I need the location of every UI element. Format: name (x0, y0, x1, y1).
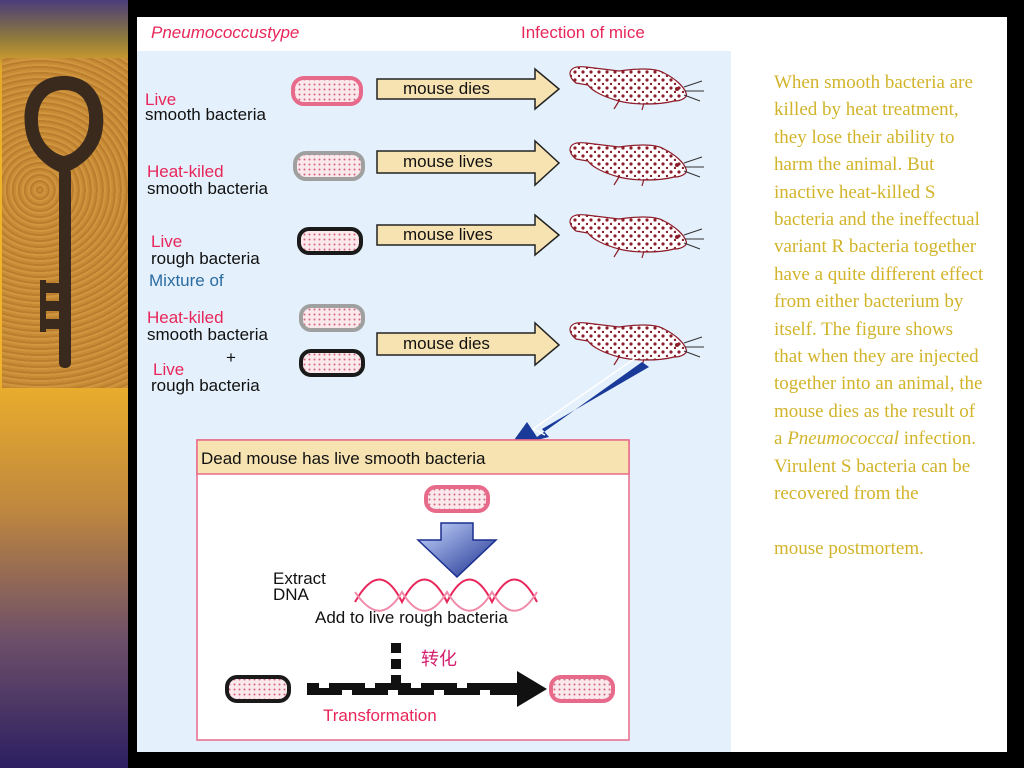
column-header-type: Pneumococcustype (151, 23, 299, 42)
row1-arrow-label: mouse dies (403, 79, 490, 98)
smooth-bacteria-icon (424, 485, 490, 513)
heat-killed-smooth-icon (293, 151, 365, 181)
transformation-arrow (307, 671, 547, 707)
row1-top-label: Live (145, 90, 176, 109)
diagram-canvas: Pneumococcustype Infection of mice Live … (137, 17, 731, 741)
dashed-connector (391, 643, 401, 685)
row3-bottom-label: rough bacteria (151, 249, 260, 268)
row3-arrow-label: mouse lives (403, 225, 493, 244)
smooth-bacteria-icon (549, 675, 615, 703)
row3-top-label: Live (151, 232, 182, 251)
row1-bottom-label: smooth bacteria (145, 105, 266, 124)
arrow-icon (376, 321, 561, 367)
rough-bacteria-icon (225, 675, 291, 703)
arrow-icon (376, 139, 561, 187)
dead-mouse-icon (569, 322, 705, 367)
caption-text: When smooth bacteria are killed by heat … (774, 69, 984, 562)
down-arrow-icon (416, 522, 498, 579)
mixture-arrow-label: mouse dies (403, 334, 490, 353)
arrow-icon (376, 213, 561, 257)
caption-italic: Pneumococcal (787, 428, 900, 450)
mixture-bottom2-label: rough bacteria (151, 376, 260, 395)
griffith-experiment-diagram: Pneumococcustype Infection of mice Live … (137, 17, 731, 752)
old-key-icon (2, 58, 128, 388)
row2-top-label: Heat-kiled (147, 162, 224, 181)
heat-killed-smooth-icon (299, 304, 365, 332)
arrow-icon (376, 67, 561, 111)
transformation-label: Transformation (323, 706, 437, 725)
caption-part2: infection. Virulent S bacteria can be re… (774, 428, 977, 505)
live-mouse-icon (569, 214, 705, 259)
rough-bacteria-icon (297, 227, 363, 255)
mixture-label: Mixture of (149, 271, 224, 290)
column-header-infection: Infection of mice (521, 23, 645, 42)
extract-label-line2: DNA (273, 585, 310, 604)
mixture-bottom1-label: smooth bacteria (147, 325, 268, 344)
result-box-title: Dead mouse has live smooth bacteria (201, 449, 486, 468)
key-photo (2, 58, 128, 388)
caption-part3: mouse postmortem. (774, 537, 924, 559)
dead-mouse-icon (569, 66, 705, 111)
blue-pointer-arrow (509, 362, 649, 447)
smooth-bacteria-icon (291, 76, 363, 106)
chinese-label: 转化 (421, 649, 457, 670)
mixture-top2-label: Live (153, 360, 184, 379)
mixture-top1-label: Heat-kiled (147, 308, 224, 327)
plus-sign: + (226, 348, 236, 367)
caption-part1: When smooth bacteria are killed by heat … (774, 72, 984, 450)
live-mouse-icon (569, 142, 705, 187)
rough-bacteria-icon (299, 349, 365, 377)
row2-bottom-label: smooth bacteria (147, 179, 268, 198)
row2-arrow-label: mouse lives (403, 152, 493, 171)
dna-helix-icon (354, 578, 538, 612)
extract-label-line1: Extract (273, 569, 326, 588)
slide-content: Pneumococcustype Infection of mice Live … (137, 17, 1007, 752)
header-band (137, 17, 731, 51)
result-box-header (196, 439, 630, 475)
sidebar-gradient (0, 0, 128, 768)
add-rough-label: Add to live rough bacteria (315, 608, 508, 627)
